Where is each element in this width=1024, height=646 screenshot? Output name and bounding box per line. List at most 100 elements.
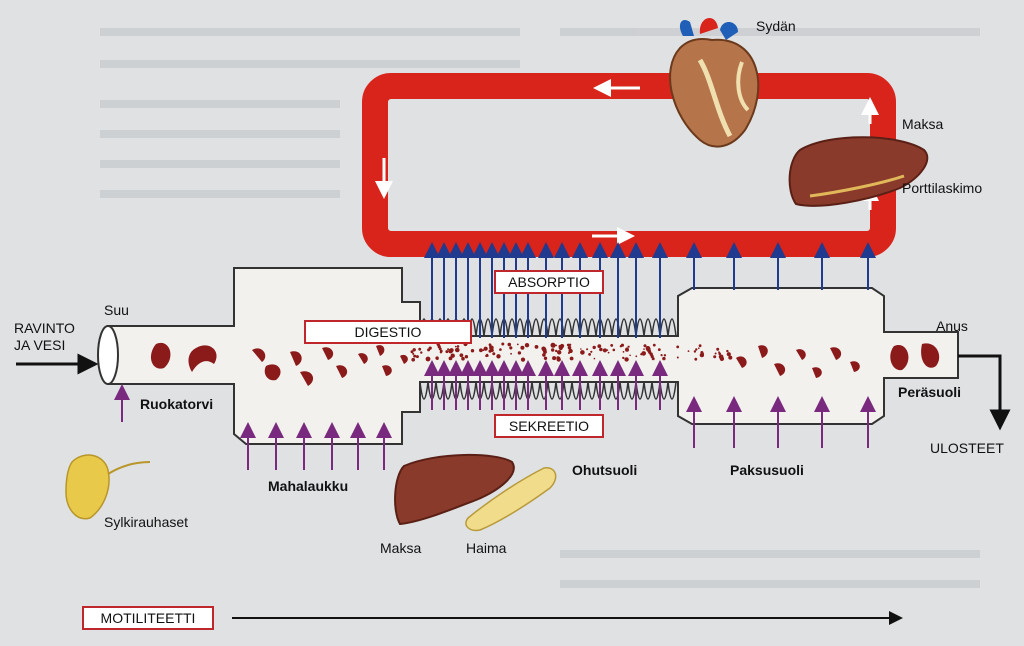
label-anus: Anus: [936, 318, 968, 334]
digested-particle: [650, 354, 654, 359]
digested-particle: [728, 353, 730, 356]
digested-particle: [676, 356, 679, 359]
digested-particle: [425, 356, 431, 362]
digested-particle: [641, 351, 646, 356]
digested-particle: [718, 354, 724, 360]
lower-intestinal-folds: [419, 381, 677, 400]
digested-particle: [599, 347, 603, 352]
digested-particle: [509, 346, 513, 350]
digested-particle: [588, 353, 591, 356]
process-motiliteetti: MOTILITEETTI: [82, 606, 214, 630]
label-suu: Suu: [104, 302, 129, 318]
digested-particle: [459, 353, 464, 358]
digested-particle: [479, 348, 483, 353]
digested-particle: [489, 345, 494, 351]
digested-particle: [543, 356, 548, 360]
food-particles: [150, 342, 940, 386]
digested-particle: [566, 343, 570, 347]
label-haima: Haima: [466, 540, 507, 556]
digested-particle: [411, 357, 416, 362]
digested-particle: [534, 345, 539, 349]
digested-particle: [413, 354, 417, 358]
process-digestio: DIGESTIO: [304, 320, 472, 344]
digested-particle: [507, 342, 512, 347]
digested-particle: [415, 355, 419, 359]
digested-particle: [663, 354, 667, 357]
digested-particle: [542, 348, 547, 353]
liver-icon: [394, 453, 515, 526]
heart-icon: [669, 17, 760, 148]
digested-particle: [558, 345, 563, 351]
digested-particle: [461, 356, 465, 361]
output-arrow: [958, 354, 1011, 431]
digested-particle: [699, 352, 705, 358]
digested-particle: [482, 349, 485, 352]
digested-particle: [698, 344, 702, 348]
digested-particle: [470, 349, 475, 353]
digested-particle: [428, 346, 432, 350]
background-page-texture: [100, 28, 980, 588]
digested-particle: [695, 348, 698, 351]
digested-particle: [516, 343, 519, 346]
digested-particle: [651, 357, 655, 361]
digested-particle: [652, 343, 656, 347]
digested-particle: [510, 352, 512, 355]
process-sekreetio: SEKREETIO: [494, 414, 604, 438]
digested-particle: [542, 353, 546, 357]
mouth-opening: [97, 325, 119, 385]
digested-particle: [449, 348, 454, 353]
digested-particle: [610, 344, 614, 347]
digested-particle: [496, 354, 501, 359]
digested-particle: [580, 348, 582, 350]
digested-particle: [606, 349, 609, 351]
digested-particle: [410, 350, 414, 354]
label-porttilaskimo: Porttilaskimo: [902, 180, 983, 196]
digested-particle: [629, 354, 631, 357]
label-mahalaukku: Mahalaukku: [268, 478, 349, 494]
digested-particle: [662, 356, 666, 361]
digested-particle: [483, 347, 487, 351]
digested-particle: [643, 348, 645, 350]
digested-particle: [624, 357, 629, 362]
digested-particle: [551, 348, 555, 352]
digested-particle: [450, 353, 455, 358]
digested-particle: [694, 357, 698, 361]
digested-particle: [569, 349, 573, 353]
digested-particle: [492, 352, 496, 356]
digested-particle: [622, 351, 625, 353]
label-paksusuoli: Paksusuoli: [730, 462, 804, 478]
liver-icon: [788, 136, 929, 207]
digested-particle: [524, 343, 530, 348]
digested-particle: [580, 350, 585, 355]
absorption-arrows: [424, 242, 876, 338]
digested-particle: [485, 354, 488, 358]
digested-particle: [520, 345, 525, 350]
digested-particle: [726, 349, 729, 353]
digested-particle: [436, 357, 439, 360]
digested-particle: [555, 349, 558, 353]
digested-particle: [517, 351, 522, 355]
digested-particle: [420, 351, 423, 354]
digested-particle: [586, 348, 589, 351]
digested-particle: [447, 348, 450, 351]
label-ruokatorvi: Ruokatorvi: [140, 396, 214, 412]
digested-particle: [555, 344, 557, 347]
label-ja-vesi: JA VESI: [14, 337, 66, 353]
digested-particle: [455, 347, 460, 353]
digested-particle: [592, 345, 596, 350]
pancreas-icon: [465, 467, 557, 532]
digested-particle: [643, 344, 647, 348]
digested-particle: [627, 345, 630, 348]
digested-particle: [412, 348, 416, 352]
digested-particle-stream: [410, 341, 733, 362]
secretion-arrows: [114, 360, 876, 470]
digested-particle: [590, 350, 593, 353]
digested-particle: [445, 350, 449, 354]
process-absorptio: ABSORPTIO: [494, 270, 604, 294]
digested-particle: [597, 344, 602, 348]
digested-particle: [687, 350, 690, 352]
digested-particle: [454, 345, 457, 348]
digested-particle: [714, 352, 717, 355]
digested-particle: [622, 356, 625, 360]
